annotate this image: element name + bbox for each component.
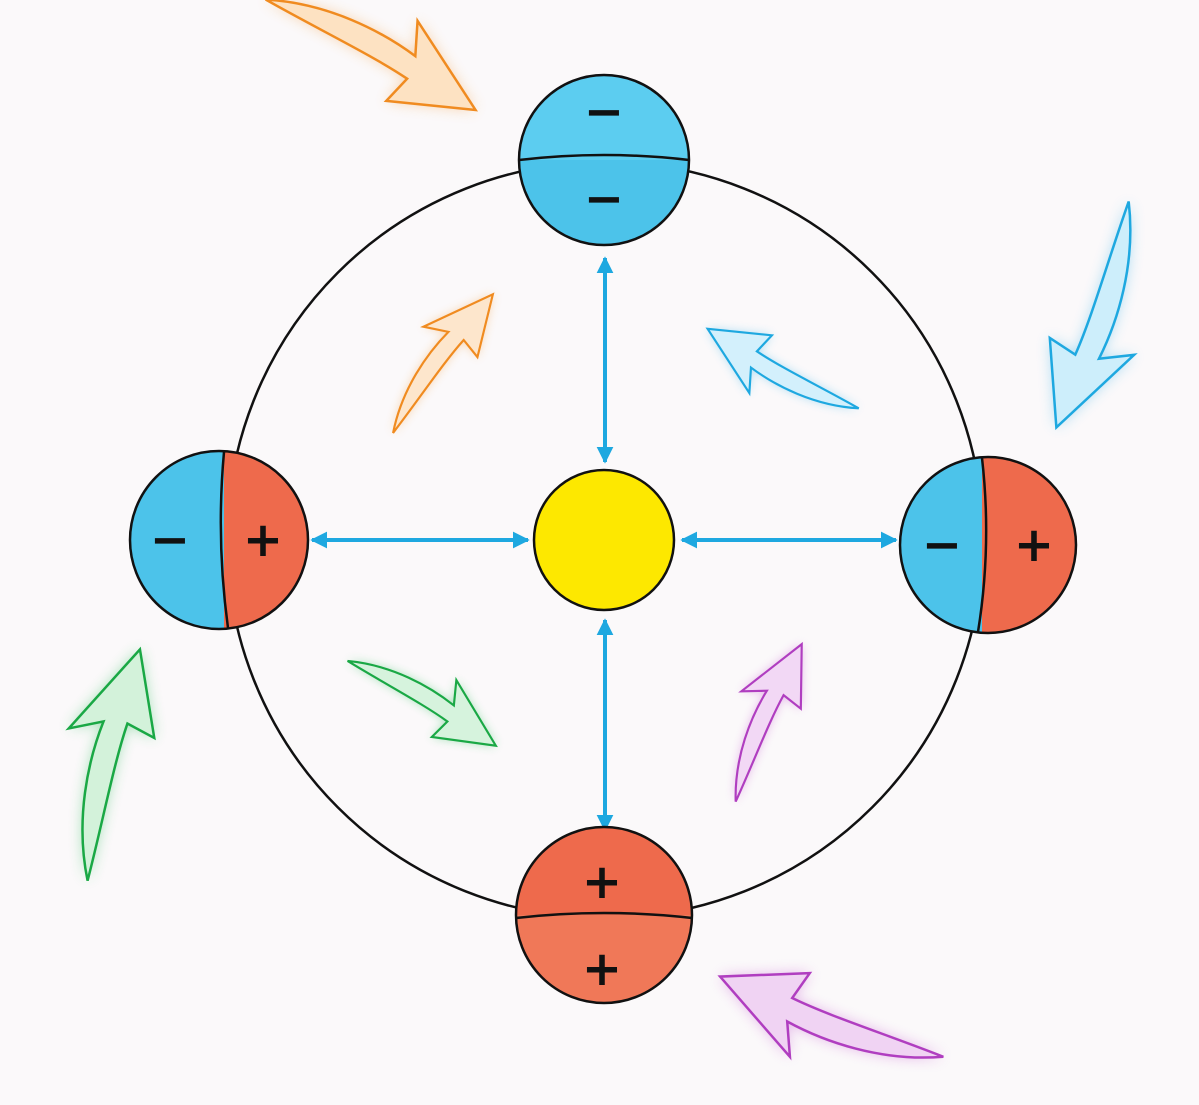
right-right-sign: + [1014, 517, 1054, 573]
left-left-sign: − [150, 512, 190, 568]
curved-arrow-blue-inner-icon [705, 327, 860, 410]
flow-arrows [65, 0, 1138, 1061]
dipole-bottom: + + [514, 825, 694, 1005]
dipole-left: − + [128, 449, 310, 631]
curved-arrow-green-inner-icon [347, 659, 498, 748]
top-upper-sign: − [584, 84, 624, 140]
curved-arrow-green-left-icon [65, 646, 156, 881]
right-left-sign: − [922, 517, 962, 573]
bottom-upper-sign: + [582, 854, 622, 910]
top-lower-sign: − [584, 171, 624, 227]
left-right-sign: + [243, 512, 283, 568]
curved-arrow-orange-inner-icon [392, 292, 495, 434]
curved-arrow-blue-right-icon [1048, 201, 1138, 431]
connectors [310, 256, 898, 832]
curved-arrow-purple-bottom-icon [717, 971, 944, 1061]
dipole-right: − + [898, 455, 1078, 635]
curved-arrow-orange-top-icon [265, 0, 479, 112]
curved-arrow-purple-inner-icon [734, 641, 803, 803]
bottom-lower-sign: + [582, 941, 622, 997]
dipole-top: − − [517, 73, 691, 247]
center-yellow-circle-icon [532, 468, 676, 612]
